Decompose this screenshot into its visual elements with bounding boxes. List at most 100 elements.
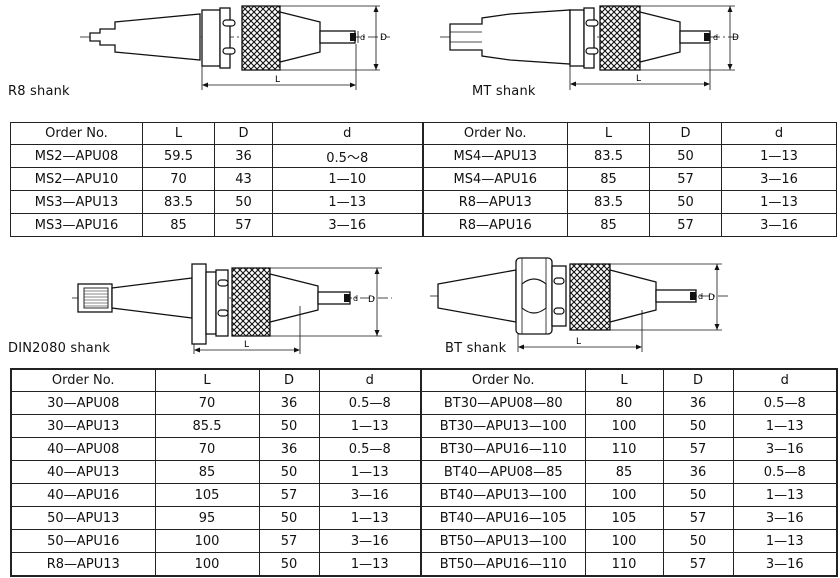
col-header: L: [567, 122, 650, 145]
bt-dim-d: d: [698, 292, 703, 301]
table-cell: MS2—APU08: [10, 144, 143, 168]
table-cell: 70: [142, 167, 215, 191]
table-cell: 50: [662, 414, 734, 438]
table-cell: MS3—APU13: [10, 190, 143, 214]
din2080-shank-caption: DIN2080 shank: [8, 341, 111, 356]
table-cell: 50: [258, 414, 320, 438]
table-cell: 100: [154, 552, 260, 577]
table-cell: 83.5: [567, 144, 650, 168]
table-cell: 57: [662, 437, 734, 461]
table-row: 30—APU13 85.5 50 1—13 BT30—APU13—100 100…: [10, 414, 838, 438]
table-cell: 100: [584, 529, 664, 553]
table-cell: 3—16: [732, 506, 838, 530]
r8-shank-caption: R8 shank: [8, 84, 70, 99]
table-cell: 85: [142, 213, 215, 237]
col-header: D: [214, 122, 273, 145]
table-cell: 85: [154, 460, 260, 484]
table-cell: 80: [584, 391, 664, 415]
col-header: d: [272, 122, 424, 145]
table-cell: 57: [662, 552, 734, 577]
table-cell: BT40—APU16—105: [420, 506, 586, 530]
table-cell: 40—APU13: [10, 460, 156, 484]
table-row: MS2—APU08 59.5 36 0.5～8 MS4—APU13 83.5 5…: [10, 144, 837, 168]
table-cell: 36: [258, 391, 320, 415]
table-cell: 100: [154, 529, 260, 553]
table-cell: 3—16: [721, 167, 837, 191]
mt-shank-caption: MT shank: [472, 84, 536, 99]
bt-dim-L: L: [576, 337, 581, 347]
mt-dim-D: D: [732, 33, 739, 43]
table-1-header-row: Order No. L D d Order No. L D d: [10, 122, 837, 145]
table-cell: 3—16: [721, 213, 837, 237]
table-row: 40—APU08 70 36 0.5—8 BT30—APU16—110 110 …: [10, 437, 838, 461]
table-cell: 100: [584, 483, 664, 507]
table-cell: 30—APU08: [10, 391, 156, 415]
table-cell: BT50—APU16—110: [420, 552, 586, 577]
table-cell: 50: [662, 483, 734, 507]
table-cell: BT50—APU13—100: [420, 529, 586, 553]
table-row: 40—APU13 85 50 1—13 BT40—APU08—85 85 36 …: [10, 460, 838, 484]
bt-shank-caption: BT shank: [445, 341, 507, 356]
table-cell: 57: [649, 213, 722, 237]
table-cell: 57: [649, 167, 722, 191]
table-cell: 50: [258, 552, 320, 577]
table-cell: 50: [662, 529, 734, 553]
table-cell: 1—13: [318, 552, 422, 577]
table-row: 50—APU16 100 57 3—16 BT50—APU13—100 100 …: [10, 529, 838, 553]
table-cell: 83.5: [142, 190, 215, 214]
table-cell: 85: [567, 213, 650, 237]
table-cell: MS4—APU13: [422, 144, 568, 168]
col-header: D: [258, 368, 320, 392]
col-header: Order No.: [10, 122, 143, 145]
table-cell: 59.5: [142, 144, 215, 168]
table-cell: 85: [567, 167, 650, 191]
col-header: D: [649, 122, 722, 145]
col-header: Order No.: [422, 122, 568, 145]
table-cell: 3—16: [732, 437, 838, 461]
table-cell: 57: [662, 506, 734, 530]
table-cell: 0.5—8: [318, 437, 422, 461]
table-cell: BT30—APU08—80: [420, 391, 586, 415]
table-cell: 36: [258, 437, 320, 461]
table-cell: 1—13: [732, 483, 838, 507]
col-header: Order No.: [10, 368, 156, 392]
din-dim-L: L: [244, 340, 249, 350]
table-cell: 36: [662, 460, 734, 484]
din2080-shank-drawing: L D d: [72, 258, 392, 356]
col-header: L: [142, 122, 215, 145]
r8-dim-d: d: [360, 33, 365, 42]
table-cell: 3—16: [732, 552, 838, 577]
table-cell: 36: [214, 144, 273, 168]
table-cell: 83.5: [567, 190, 650, 214]
table-cell: 1—13: [318, 414, 422, 438]
table-row: R8—APU13 100 50 1—13 BT50—APU16—110 110 …: [10, 552, 838, 577]
bt-shank-drawing: L D d: [430, 254, 730, 354]
table-cell: 100: [584, 414, 664, 438]
spec-table-1: Order No. L D d Order No. L D d MS2—APU0…: [10, 122, 837, 237]
din-dim-D: D: [368, 295, 375, 305]
mt-dim-L: L: [636, 74, 641, 84]
table-cell: 70: [154, 437, 260, 461]
table-cell: 1—13: [272, 190, 424, 214]
table-cell: 85: [584, 460, 664, 484]
table-row: MS2—APU10 70 43 1—10 MS4—APU16 85 57 3—1…: [10, 167, 837, 191]
mt-dim-d: d: [713, 33, 718, 42]
table-cell: 3—16: [318, 483, 422, 507]
table-cell: BT40—APU08—85: [420, 460, 586, 484]
table-cell: 0.5—8: [732, 460, 838, 484]
table-cell: 50: [649, 144, 722, 168]
table-cell: 50: [258, 460, 320, 484]
table-cell: MS4—APU16: [422, 167, 568, 191]
table-row: MS3—APU16 85 57 3—16 R8—APU16 85 57 3—16: [10, 213, 837, 237]
col-header: d: [318, 368, 422, 392]
table-cell: R8—APU16: [422, 213, 568, 237]
table-cell: MS2—APU10: [10, 167, 143, 191]
r8-shank-drawing: L D d: [80, 0, 390, 92]
table-cell: 50—APU13: [10, 506, 156, 530]
table-row: 50—APU13 95 50 1—13 BT40—APU16—105 105 5…: [10, 506, 838, 530]
table-cell: 0.5—8: [732, 391, 838, 415]
table-cell: 0.5—8: [318, 391, 422, 415]
table-2-header-row: Order No. L D d Order No. L D d: [10, 368, 838, 392]
table-cell: 105: [584, 506, 664, 530]
table-cell: 1—13: [318, 506, 422, 530]
